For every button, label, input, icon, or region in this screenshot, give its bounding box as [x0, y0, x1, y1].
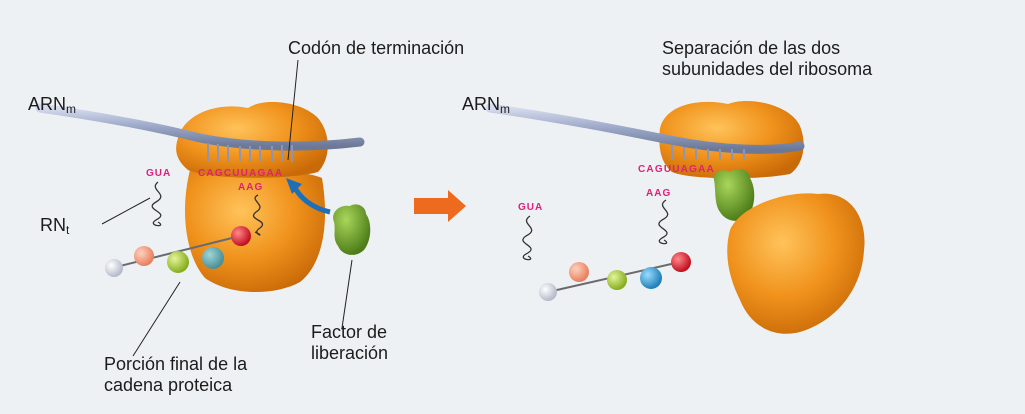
trna-free-left [151, 181, 162, 227]
trna-anticodon-psite: AAG [238, 182, 263, 193]
label-separacion: Separación de las dos subunidades del ri… [662, 38, 872, 80]
right-panel: CAGUUAGAA GUA AAG [485, 100, 865, 334]
label-porcion-line2: cadena proteica [104, 375, 233, 395]
left-panel: CAGCUUAGAA AAG GUA [35, 59, 371, 357]
ribosome-small-subunit [176, 102, 328, 178]
protein-chain-right [539, 252, 691, 301]
trna-anticodon-free-right: GUA [518, 202, 543, 213]
label-separacion-line1: Separación de las dos [662, 38, 841, 58]
label-porcion-final: Porción final de la cadena proteica [104, 354, 247, 396]
label-factor-line1: Factor de [311, 322, 388, 342]
trna-free-right [522, 215, 533, 261]
trna-free-right2 [658, 199, 669, 245]
label-separacion-line2: subunidades del ribosoma [662, 59, 873, 79]
release-factor-right [713, 169, 755, 221]
label-factor-line2: liberación [311, 343, 389, 363]
release-factor-left [333, 204, 371, 255]
mrna-codon-ticks-left [207, 143, 293, 162]
mrna-codon-sequence-right: CAGUUAGAA [638, 164, 715, 175]
label-factor-liberacion: Factor de liberación [311, 322, 388, 364]
trna-anticodon-free-right2: AAG [646, 188, 671, 199]
transition-arrow [414, 190, 466, 222]
label-codon-terminacion: Codón de terminación [288, 38, 465, 58]
label-rnt: RNt [40, 215, 70, 237]
protein-chain-left [105, 226, 251, 277]
label-arnm-right: ARNm [462, 94, 511, 116]
mrna-codon-ticks-right [671, 145, 745, 160]
trna-anticodon-free-left: GUA [146, 168, 171, 179]
ribosome-large-subunit-right [727, 193, 865, 334]
trna-psite [253, 194, 263, 236]
label-porcion-line1: Porción final de la [104, 354, 248, 374]
mrna-codon-sequence-left: CAGCUUAGAA [198, 168, 283, 179]
mrna-strand-left [35, 103, 365, 151]
label-arnm-left: ARNm [28, 94, 77, 116]
mrna-strand-right [485, 103, 805, 154]
